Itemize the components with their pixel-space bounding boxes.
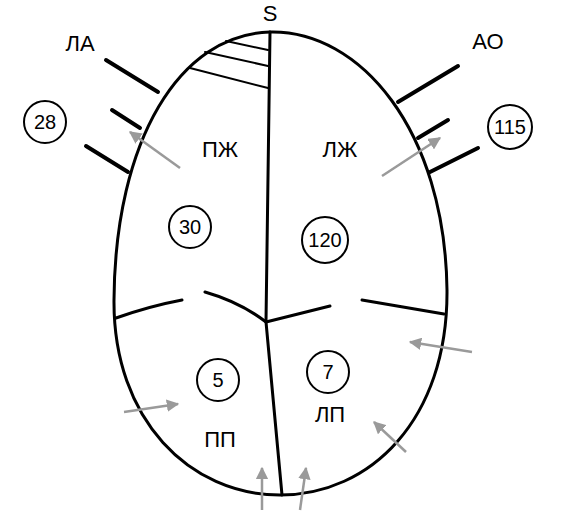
pressure-circle: 30 [168, 205, 212, 249]
pressure-circle: 120 [301, 216, 349, 264]
outflow-hatching [190, 41, 268, 88]
chamber-label: ПЖ [202, 139, 238, 161]
septum [266, 32, 282, 495]
flow-arrow [300, 468, 306, 510]
chamber-label: ЛП [315, 404, 345, 426]
pressure-value: 5 [212, 370, 223, 390]
pressure-circle: 7 [306, 350, 350, 394]
tricuspid-valve [116, 292, 266, 322]
flow-arrow [410, 342, 472, 352]
mitral-valve [266, 300, 444, 322]
flow-arrow [382, 138, 440, 176]
pressure-circle: 115 [487, 104, 533, 150]
chamber-label: АО [472, 31, 503, 53]
flow-arrow [130, 132, 180, 168]
chamber-label: ЛА [65, 33, 94, 55]
pulmonary-artery [86, 60, 158, 172]
flow-arrow [374, 422, 406, 452]
pressure-value: 120 [308, 230, 341, 250]
pressure-value: 30 [179, 217, 201, 237]
pressure-value: 115 [494, 117, 526, 137]
chamber-label: ЛЖ [323, 139, 358, 161]
chamber-label: S [263, 3, 278, 25]
pressure-value: 7 [322, 362, 333, 382]
pressure-circle: 5 [196, 358, 240, 402]
flow-arrow [261, 468, 264, 510]
flow-arrow [124, 404, 178, 412]
pressure-circle: 28 [23, 100, 67, 144]
aorta [398, 66, 478, 172]
pressure-value: 28 [34, 112, 56, 132]
chamber-label: ПП [204, 429, 236, 451]
